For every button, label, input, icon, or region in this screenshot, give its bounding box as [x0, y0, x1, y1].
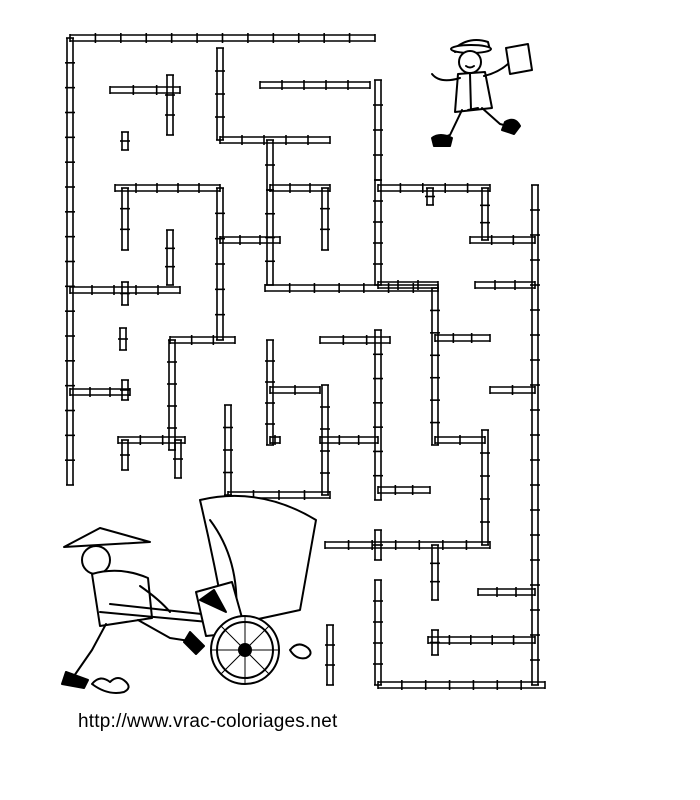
- bamboo-wall: [169, 335, 236, 345]
- bamboo-wall: [320, 384, 330, 496]
- bamboo-wall: [265, 189, 275, 286]
- bamboo-wall: [530, 184, 540, 686]
- bamboo-wall: [377, 183, 491, 193]
- bamboo-wall: [480, 187, 490, 241]
- bamboo-wall: [120, 281, 130, 306]
- bamboo-wall: [427, 635, 536, 645]
- bamboo-wall: [373, 79, 383, 181]
- bamboo-wall: [69, 33, 376, 43]
- bamboo-wall: [69, 387, 131, 397]
- bamboo-wall: [264, 283, 439, 293]
- bamboo-wall: [118, 327, 128, 351]
- bamboo-wall: [219, 235, 281, 245]
- bamboo-wall: [373, 329, 383, 501]
- bamboo-wall: [259, 80, 371, 90]
- bamboo-wall: [269, 435, 281, 445]
- bamboo-wall: [120, 187, 130, 251]
- bamboo-wall: [477, 587, 536, 597]
- bamboo-wall: [65, 37, 75, 486]
- credit-url: http://www.vrac-coloriages.net: [78, 711, 338, 732]
- bamboo-wall: [325, 624, 335, 686]
- boy-with-letter-figure: [431, 39, 533, 147]
- bamboo-wall: [265, 139, 275, 191]
- bamboo-wall: [425, 187, 435, 206]
- bamboo-wall: [319, 435, 379, 445]
- bamboo-wall: [489, 385, 536, 395]
- bamboo-wall: [120, 131, 130, 151]
- bamboo-wall: [430, 544, 440, 601]
- bamboo-wall: [117, 435, 186, 445]
- bamboo-wall: [223, 404, 233, 496]
- bamboo-wall: [480, 429, 490, 546]
- bamboo-wall: [434, 435, 486, 445]
- bamboo-wall: [474, 280, 536, 290]
- bamboo-wall: [215, 47, 225, 141]
- bamboo-wall: [377, 485, 431, 495]
- bamboo-wall: [430, 287, 440, 446]
- bamboo-wall: [324, 540, 491, 550]
- bamboo-wall: [114, 183, 221, 193]
- bamboo-wall: [430, 629, 440, 656]
- bamboo-wall: [320, 187, 330, 251]
- bamboo-wall: [120, 379, 130, 401]
- bamboo-wall: [269, 183, 331, 193]
- bamboo-wall: [469, 235, 536, 245]
- bamboo-wall: [373, 529, 383, 561]
- bamboo-wall: [434, 333, 491, 343]
- bamboo-wall: [167, 339, 177, 451]
- bamboo-wall: [219, 135, 331, 145]
- bamboo-maze-walls: [65, 33, 546, 690]
- bamboo-wall: [120, 439, 130, 471]
- bamboo-wall: [319, 335, 391, 345]
- bamboo-wall: [377, 680, 546, 690]
- bamboo-wall: [173, 439, 183, 479]
- bamboo-wall: [269, 385, 321, 395]
- bamboo-wall: [109, 85, 181, 95]
- bamboo-wall: [373, 579, 383, 686]
- bamboo-wall: [215, 187, 225, 341]
- bamboo-wall: [165, 229, 175, 286]
- bamboo-wall: [373, 179, 383, 286]
- rickshaw-puller-figure: [61, 495, 317, 694]
- bamboo-wall: [165, 74, 175, 136]
